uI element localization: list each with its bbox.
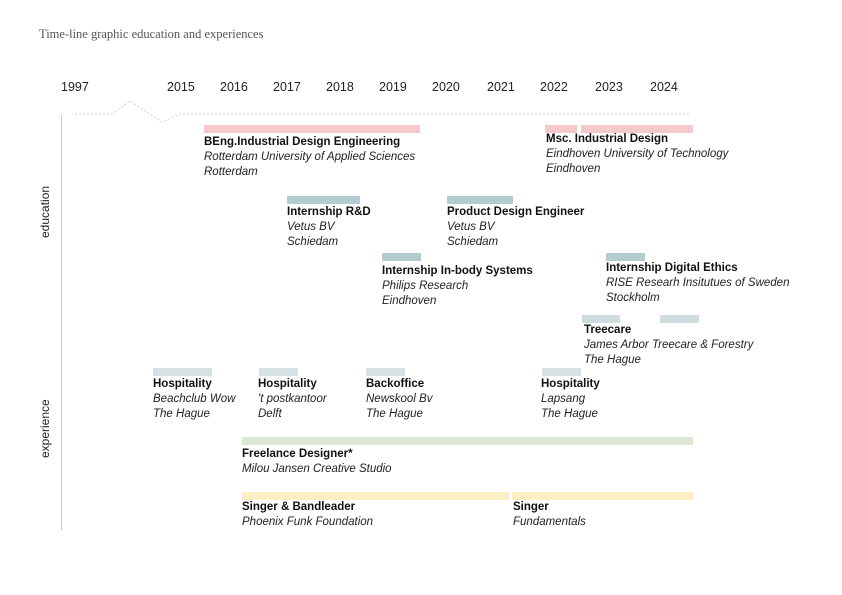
entry-location: The Hague (584, 354, 641, 366)
entry-title: Hospitality (541, 378, 600, 390)
year-label: 2017 (273, 80, 301, 94)
entry-title: Freelance Designer* (242, 448, 353, 460)
bar-backoffice (366, 368, 405, 376)
entry-organization: Phoenix Funk Foundation (242, 516, 374, 528)
entry-location: Rotterdam (204, 166, 258, 178)
entry-organization: 't postkantoor (258, 393, 327, 405)
bar-hosp-lapsang (542, 368, 581, 376)
bar-product-design (447, 196, 513, 204)
entry-organization: Fundamentals (513, 516, 586, 528)
entry-treecare: Treecare James Arbor Treecare & Forestry… (584, 323, 753, 368)
entry-beng: BEng.Industrial Design Engineering Rotte… (204, 135, 415, 180)
entry-organization: Newskool Bv (366, 393, 433, 405)
year-label: 2021 (487, 80, 515, 94)
entry-hosp-postkantoor: Hospitality 't postkantoor Delft (258, 377, 327, 422)
year-label: 2018 (326, 80, 354, 94)
bar-hosp-postkantoor (259, 368, 298, 376)
bar-internship-inbody (382, 253, 421, 261)
section-label-experience: experience (38, 399, 52, 458)
bar-msc-part1 (545, 125, 577, 133)
entry-title: Msc. Industrial Design (546, 133, 669, 145)
page-title: Time-line graphic education and experien… (39, 27, 264, 41)
entry-organization: RISE Researh Insitutues of Sweden (606, 277, 790, 289)
bar-internship-ethics (606, 253, 645, 261)
entry-organization: Milou Jansen Creative Studio (242, 463, 392, 475)
entry-organization: Vetus BV (287, 221, 335, 233)
entry-location: Delft (258, 408, 282, 420)
bar-singer (512, 492, 693, 500)
entry-title: Internship Digital Ethics (606, 262, 738, 274)
bar-msc-part2 (581, 125, 693, 133)
entry-title: Internship In-body Systems (382, 265, 533, 277)
entry-msc: Msc. Industrial Design Eindhoven Univers… (546, 132, 728, 177)
bar-singer-bandleader (242, 492, 509, 500)
bar-treecare-part2 (660, 315, 699, 323)
year-label: 2024 (650, 80, 678, 94)
year-label: 2023 (595, 80, 623, 94)
entry-location: The Hague (541, 408, 598, 420)
axis-line (75, 100, 690, 123)
entry-title: Treecare (584, 324, 632, 336)
entry-location: Stockholm (606, 292, 660, 304)
entry-internship-inbody: Internship In-body Systems Philips Resea… (382, 264, 533, 309)
entry-organization: James Arbor Treecare & Forestry (584, 339, 754, 351)
entry-location: Eindhoven (382, 295, 437, 307)
entry-organization: Eindhoven University of Technology (546, 148, 729, 160)
entry-singer-bandleader: Singer & Bandleader Phoenix Funk Foundat… (242, 500, 373, 530)
entry-title: Singer & Bandleader (242, 501, 356, 513)
section-label-education: education (38, 185, 52, 238)
timeline-axis (75, 100, 690, 123)
entry-title: Product Design Engineer (447, 206, 585, 218)
entry-title: BEng.Industrial Design Engineering (204, 136, 401, 148)
entry-location: Eindhoven (546, 163, 601, 175)
entry-location: Schiedam (447, 236, 499, 248)
entry-product-design: Product Design Engineer Vetus BV Schieda… (447, 205, 584, 250)
bar-treecare-part1 (582, 315, 620, 323)
entry-title: Singer (513, 501, 549, 513)
entry-title: Hospitality (153, 378, 212, 390)
entry-title: Hospitality (258, 378, 317, 390)
entry-location: Schiedam (287, 236, 339, 248)
bar-internship-rd (287, 196, 360, 204)
year-label: 2019 (379, 80, 407, 94)
entry-location: The Hague (366, 408, 423, 420)
entry-singer: Singer Fundamentals (513, 500, 586, 530)
entry-hosp-beachclub: Hospitality Beachclub Wow The Hague (153, 377, 235, 422)
entry-hosp-lapsang: Hospitality Lapsang The Hague (541, 377, 600, 422)
entry-backoffice: Backoffice Newskool Bv The Hague (366, 377, 432, 422)
bar-beng (204, 125, 420, 133)
entry-organization: Beachclub Wow (153, 393, 236, 405)
entry-freelance: Freelance Designer* Milou Jansen Creativ… (242, 447, 392, 477)
entry-internship-ethics: Internship Digital Ethics RISE Researh I… (606, 261, 789, 306)
year-label: 1997 (61, 80, 89, 94)
year-label: 2015 (167, 80, 195, 94)
entry-organization: Philips Research (382, 280, 469, 292)
bar-hosp-beachclub (153, 368, 212, 376)
year-label: 2022 (540, 80, 568, 94)
entry-title: Backoffice (366, 378, 425, 390)
entry-organization: Rotterdam University of Applied Sciences (204, 151, 416, 163)
entry-organization: Vetus BV (447, 221, 495, 233)
vertical-axis (61, 115, 62, 530)
year-label: 2016 (220, 80, 248, 94)
year-label: 2020 (432, 80, 460, 94)
entry-title: Internship R&D (287, 206, 371, 218)
bar-freelance (242, 437, 693, 445)
entry-organization: Lapsang (541, 393, 586, 405)
entry-internship-rd: Internship R&D Vetus BV Schiedam (287, 205, 371, 250)
entry-location: The Hague (153, 408, 210, 420)
